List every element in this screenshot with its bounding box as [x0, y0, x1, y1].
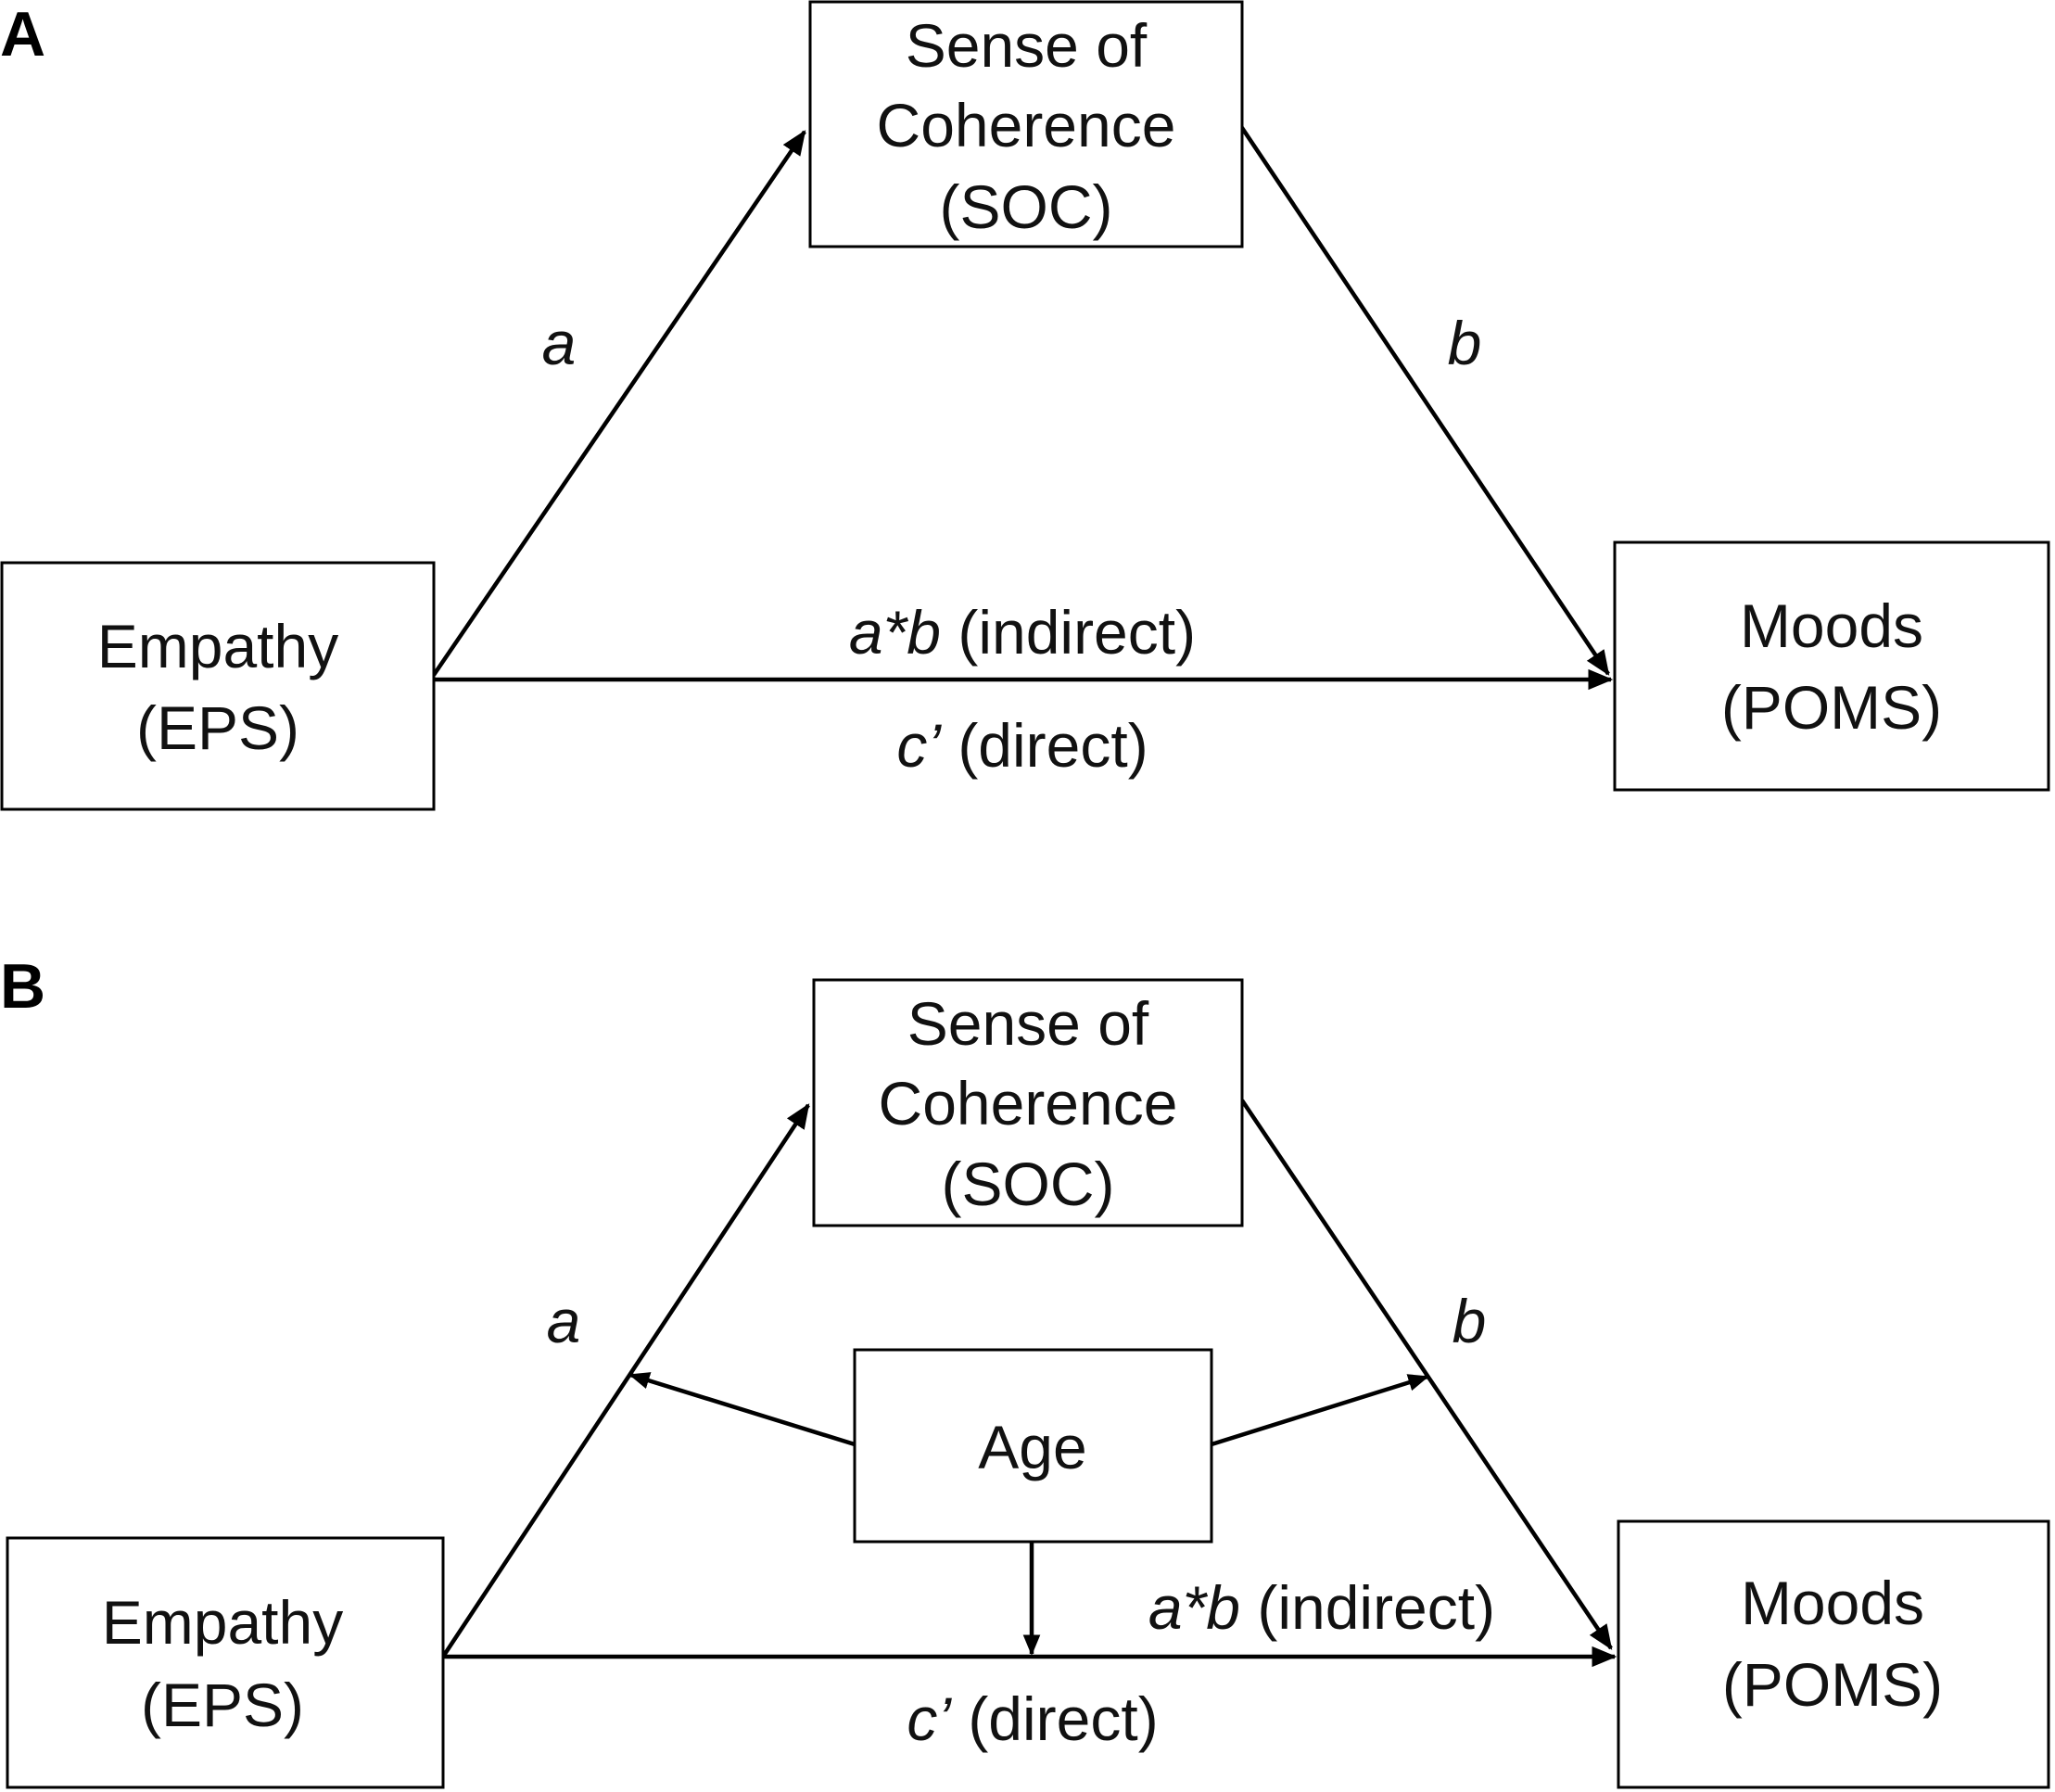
soc-label-line2: Coherence	[877, 91, 1176, 159]
soc-label-line1: Sense of	[907, 989, 1149, 1058]
eps-label-line1: Empathy	[97, 612, 338, 680]
eps-label-line1: Empathy	[102, 1588, 343, 1657]
path-b-arrow	[1240, 1099, 1613, 1650]
panel-b: B Sense of Coherence (SOC) Age Empathy (…	[0, 951, 2050, 1789]
soc-label-line3: (SOC)	[940, 172, 1113, 241]
path-b-label: b	[1452, 1287, 1487, 1355]
age-to-path-a-arrow	[628, 1372, 856, 1447]
soc-box: Sense of Coherence (SOC)	[808, 0, 1244, 248]
poms-box: Moods (POMS)	[1617, 1519, 2050, 1789]
eps-box: Empathy (EPS)	[6, 1536, 445, 1789]
poms-label-line2: (POMS)	[1722, 1650, 1943, 1719]
indirect-label: a*b (indirect)	[1148, 1573, 1495, 1642]
panel-a: A Sense of Coherence (SOC) Empathy (EPS)…	[0, 0, 2050, 811]
direct-text: (direct)	[941, 711, 1148, 780]
soc-label-line2: Coherence	[879, 1069, 1178, 1137]
path-a-arrow	[441, 1103, 810, 1659]
indirect-text: (indirect)	[1240, 1573, 1495, 1642]
path-b-label: b	[1448, 309, 1482, 377]
poms-box: Moods (POMS)	[1613, 540, 2050, 792]
panel-b-letter: B	[0, 951, 45, 1022]
path-a-label: a	[547, 1287, 581, 1355]
indirect-symbol: a*b	[1148, 1573, 1240, 1642]
indirect-label: a*b (indirect)	[849, 598, 1196, 667]
poms-label-line1: Moods	[1740, 591, 1923, 660]
path-a-arrow	[432, 130, 806, 677]
indirect-symbol: a*b	[849, 598, 941, 667]
path-b-arrow	[1238, 123, 1610, 676]
eps-label-line2: (EPS)	[136, 693, 299, 762]
path-a-label: a	[542, 309, 577, 377]
direct-label: c’ (direct)	[907, 1684, 1158, 1753]
age-to-path-b-arrow	[1211, 1374, 1429, 1447]
poms-label-line1: Moods	[1741, 1569, 1924, 1637]
soc-box: Sense of Coherence (SOC)	[812, 978, 1244, 1227]
age-box: Age	[853, 1348, 1213, 1544]
direct-symbol: c’	[896, 711, 942, 780]
eps-label-line2: (EPS)	[141, 1671, 304, 1739]
age-label: Age	[978, 1413, 1086, 1481]
soc-label-line3: (SOC)	[942, 1150, 1115, 1218]
direct-text: (direct)	[951, 1684, 1159, 1753]
soc-label-line1: Sense of	[906, 11, 1148, 80]
indirect-text: (indirect)	[941, 598, 1196, 667]
direct-label: c’ (direct)	[896, 711, 1148, 780]
eps-box: Empathy (EPS)	[0, 561, 436, 811]
direct-symbol: c’	[907, 1684, 952, 1753]
poms-label-line2: (POMS)	[1721, 673, 1942, 742]
panel-a-letter: A	[0, 0, 45, 70]
